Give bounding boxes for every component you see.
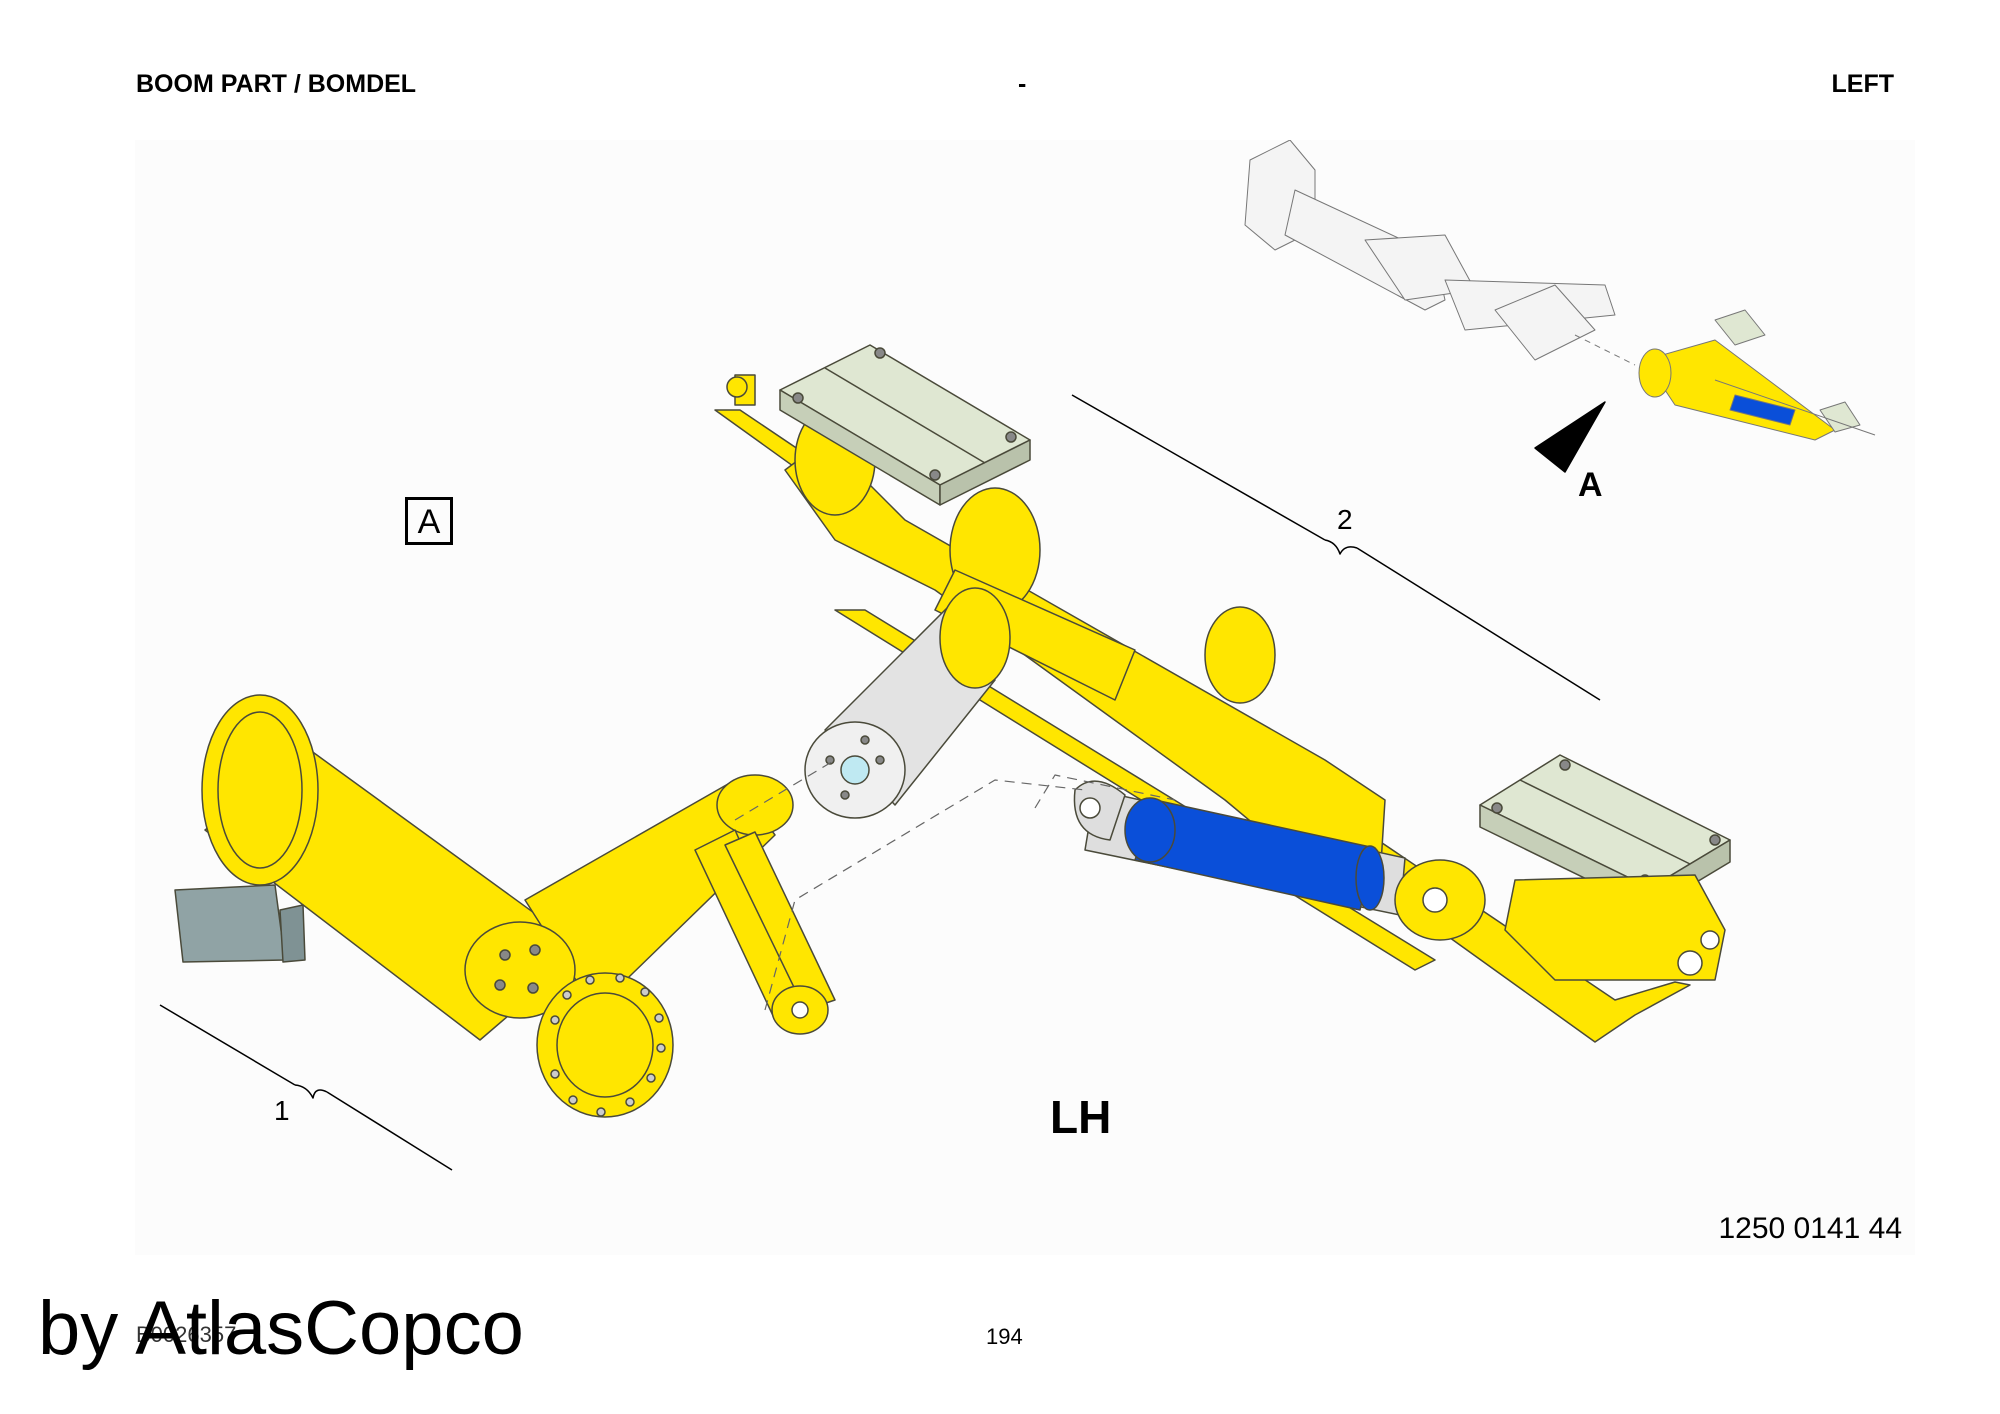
- assembly-guide-lines: [734, 759, 1176, 1011]
- hydraulic-cylinder: [1073, 780, 1486, 941]
- view-arrow-label: A: [1578, 466, 1603, 504]
- callout-1-label: 1: [274, 1095, 290, 1126]
- header-side: LEFT: [1831, 70, 1895, 98]
- watermark: by AtlasCopco: [38, 1286, 524, 1371]
- exploded-parts-drawing: 1 2 A A LH 1250 0141 44: [135, 140, 1915, 1255]
- view-arrow-icon: [1534, 401, 1606, 473]
- drawing-canvas: [159, 140, 1876, 1171]
- swing-arm-part-1: [174, 694, 836, 1118]
- page-number: 194: [986, 1324, 1023, 1349]
- header-title: BOOM PART / BOMDEL: [136, 70, 417, 98]
- view-label-box: A: [405, 497, 453, 545]
- overview-thumbnail: [1244, 140, 1876, 441]
- extension-tube: [804, 587, 1011, 819]
- callout-bracket-2: [1071, 394, 1601, 701]
- orientation-label: LH: [1050, 1091, 1112, 1143]
- drawing-number: 1250 0141 44: [1718, 1212, 1902, 1245]
- boom-tip-fork: [1504, 874, 1726, 981]
- mounting-pad-top: [779, 344, 1031, 506]
- callout-2-label: 2: [1337, 504, 1353, 535]
- callout-bracket-1: [159, 1004, 453, 1171]
- header-separator: -: [1018, 70, 1027, 98]
- document-code: B0026357: [136, 1322, 237, 1347]
